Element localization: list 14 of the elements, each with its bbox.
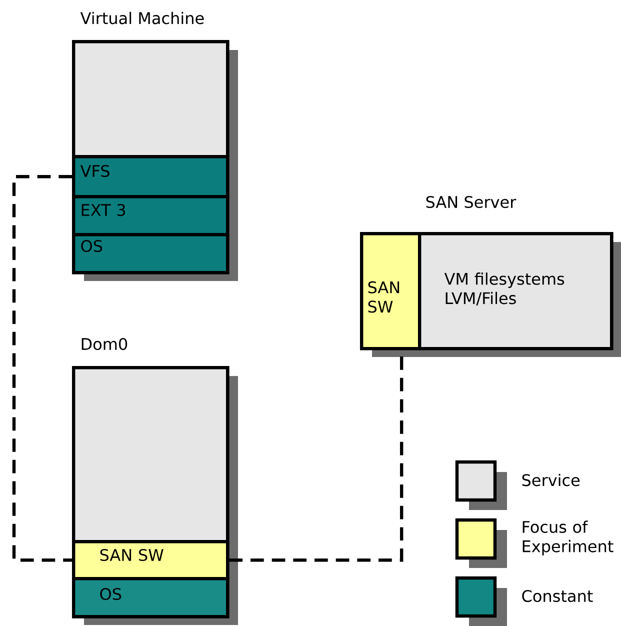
node-label: SAN Server	[426, 196, 516, 208]
legend-label: Focus of Experiment	[522, 520, 614, 556]
layer-box: VM filesystems LVM/Files	[418, 232, 614, 350]
layer-box: OS	[72, 577, 230, 618]
layer-box: VFS	[72, 155, 230, 198]
legend-label: Service	[522, 474, 580, 486]
connector-line	[12, 175, 72, 562]
node-label: Dom0	[82, 338, 128, 350]
layer-box: OS	[72, 233, 230, 274]
layer-box: EXT 3	[72, 195, 230, 236]
layer-box: SAN SW	[72, 540, 230, 580]
node-label: Virtual Machine	[80, 12, 204, 24]
layer-box: SAN SW	[360, 232, 422, 350]
legend-label: Constant	[522, 590, 593, 602]
